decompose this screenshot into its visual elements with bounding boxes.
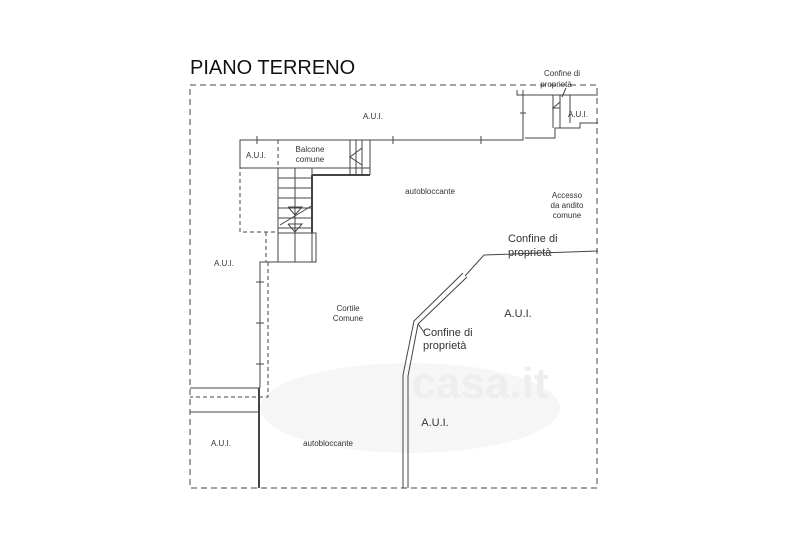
svg-text:casa.it: casa.it [412, 359, 549, 408]
label-aui: A.U.I. [211, 439, 231, 448]
label-aui: A.U.I. [363, 112, 383, 121]
staircase [277, 167, 317, 263]
label-accesso: Accesso [552, 191, 583, 200]
label-cortile: Comune [333, 314, 364, 323]
watermark: casa.it [260, 359, 560, 453]
label-accesso: comune [553, 211, 582, 220]
label-confine: Confine di [544, 69, 580, 78]
label-aui: A.U.I. [246, 151, 266, 160]
label-confine: Confine di [423, 327, 473, 339]
label-aui: A.U.I. [421, 417, 449, 429]
west-wall [259, 261, 278, 388]
label-confine: proprietà [423, 340, 467, 352]
label-balcone: Balcone [296, 145, 325, 154]
label-confine: proprietà [540, 80, 572, 89]
label-accesso: da andito [551, 201, 584, 210]
label-aui: A.U.I. [568, 110, 588, 119]
label-confine: Confine di [508, 233, 558, 245]
label-aui: A.U.I. [214, 259, 234, 268]
property-boundary-dashed [189, 84, 598, 489]
plan-title: PIANO TERRENO [190, 57, 355, 79]
label-aui: A.U.I. [504, 308, 532, 320]
label-cortile: Cortile [336, 304, 360, 313]
label-autobloccante: autobloccante [303, 439, 353, 448]
label-autobloccante: autobloccante [405, 187, 455, 196]
top-right-unit [516, 90, 598, 96]
label-confine: proprietà [508, 247, 552, 259]
dashed-stair [239, 167, 279, 233]
property-line [464, 250, 599, 277]
label-balcone: comune [296, 155, 325, 164]
